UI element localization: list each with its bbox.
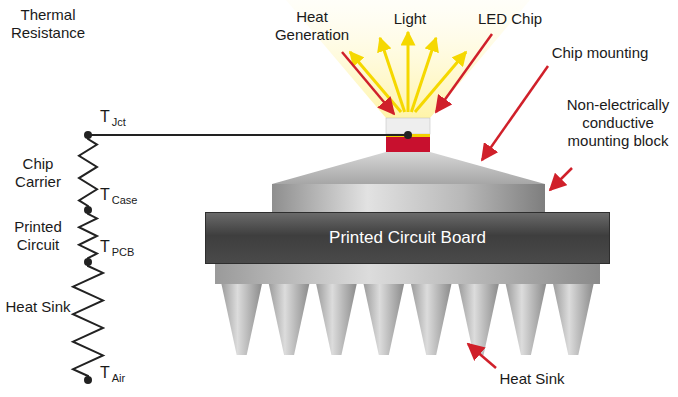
temperature-symbol: T	[100, 186, 110, 203]
temperature-subscript: Air	[112, 372, 125, 384]
leader-arrows	[342, 34, 572, 368]
resistor-symbol	[79, 135, 97, 210]
resistor-chain	[73, 135, 103, 380]
temperature-subscript: Jct	[112, 116, 126, 128]
part-label: Heat Sink	[482, 370, 582, 388]
board-label: Printed Circuit Board	[329, 228, 486, 248]
heat-sink	[221, 282, 594, 355]
chip-base	[386, 137, 430, 152]
heat-sink-fin	[505, 282, 546, 355]
temperature-label: TAir	[100, 364, 125, 384]
heat-sink-fin	[458, 282, 499, 355]
temperature-symbol: T	[100, 364, 110, 381]
resistor-symbol	[73, 262, 103, 380]
part-label: Heat Generation	[267, 8, 357, 44]
part-label: Light	[380, 10, 440, 28]
diagram-heading: Thermal Resistance	[2, 6, 94, 42]
mounting-block	[272, 184, 545, 214]
light-rays	[350, 32, 466, 112]
heat-sink-fin	[221, 282, 262, 355]
resistance-label: Heat Sink	[3, 298, 73, 316]
resistance-label: Chip Carrier	[3, 155, 73, 191]
heat-sink-fin	[411, 282, 452, 355]
heat-sink-fin	[553, 282, 594, 355]
light-ray	[407, 32, 410, 112]
junction-wire	[88, 134, 408, 136]
temperature-symbol: T	[100, 108, 110, 125]
chip-mounting	[272, 152, 545, 184]
heat-sink-fin	[268, 282, 309, 355]
part-label: Chip mounting	[535, 44, 665, 62]
heat-sink-fin	[363, 282, 404, 355]
resistor-symbol	[79, 210, 97, 262]
heat-sink-base	[215, 262, 600, 284]
temperature-subscript: PCB	[112, 246, 135, 258]
circuit-board: Printed Circuit Board	[205, 212, 610, 264]
temperature-label: TPCB	[100, 238, 134, 258]
part-label: LED Chip	[465, 10, 555, 28]
heat-sink-fin	[316, 282, 357, 355]
resistance-label: Printed Circuit	[3, 218, 73, 254]
temperature-subscript: Case	[112, 194, 138, 206]
temperature-label: TCase	[100, 186, 137, 206]
part-label: Non-electrically conductive mounting blo…	[559, 96, 677, 150]
temperature-label: TJct	[100, 108, 126, 128]
temperature-symbol: T	[100, 238, 110, 255]
